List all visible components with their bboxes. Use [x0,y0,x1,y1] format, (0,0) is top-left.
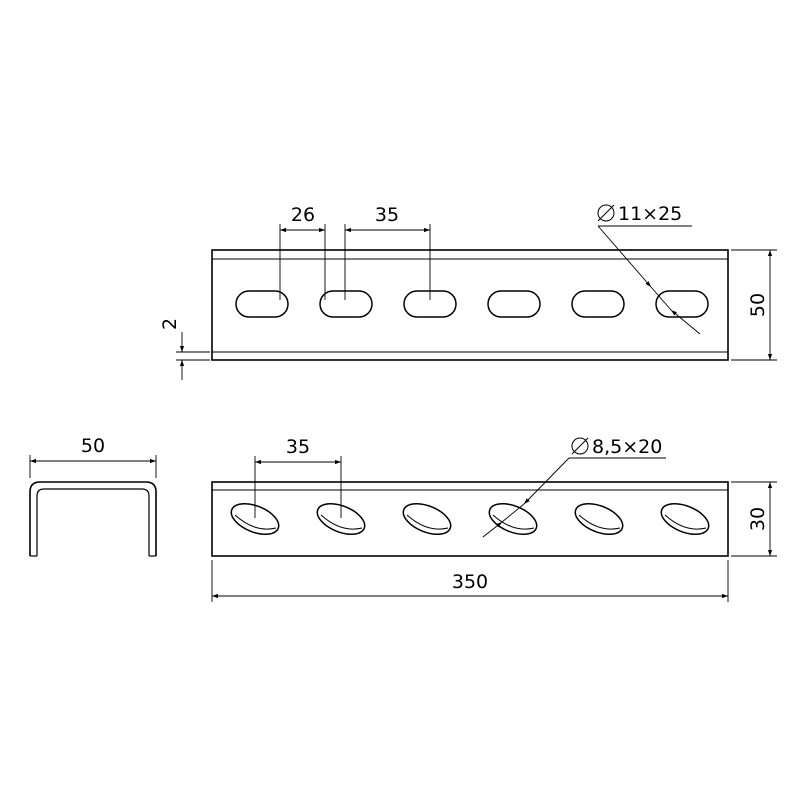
top-view-slots [235,290,709,318]
side-view-outline [211,481,729,557]
profile-width-dimension: 50 [29,435,157,478]
top-slot [571,290,625,318]
side-slot [574,502,624,536]
thickness-label: 2 [159,318,181,330]
channel-profile [29,481,157,556]
side-view: 35 8,5×20 30 350 [211,436,777,602]
top-slot-size-callout: 11×25 [597,203,701,335]
edge-offset-dimension: 26 [279,204,326,300]
top-height-label: 50 [747,293,769,317]
edge-offset-label: 26 [291,204,315,226]
side-slot [402,502,452,536]
side-slot [660,502,710,536]
top-slot-pitch-label: 35 [375,204,399,226]
profile-width-label: 50 [81,435,105,457]
side-view-slots [230,502,710,536]
length-label: 350 [452,571,488,593]
side-slot [488,502,538,536]
side-slot-pitch-label: 35 [286,436,310,458]
side-height-label: 30 [747,507,769,531]
side-slot [230,502,280,536]
top-view: 26 35 11×25 50 [159,203,777,380]
top-slot-pitch-dimension: 35 [344,204,431,300]
top-slot-size-label: 11×25 [618,203,682,225]
diameter-icon [571,437,589,455]
top-slot [487,290,541,318]
thickness-dimension: 2 [159,318,210,380]
top-view-outline [211,249,729,361]
top-height-dimension: 50 [731,249,777,361]
side-slot-size-callout: 8,5×20 [482,436,666,538]
side-slot-size-label: 8,5×20 [592,436,662,458]
top-slot [235,290,289,318]
side-slot [316,502,366,536]
length-dimension: 350 [211,560,729,602]
top-slot [319,290,373,318]
side-height-dimension: 30 [731,481,777,557]
profile-view: 50 [29,435,157,557]
top-slot [655,290,709,318]
side-slot-pitch-dimension: 35 [254,436,342,518]
diameter-icon [597,204,615,222]
